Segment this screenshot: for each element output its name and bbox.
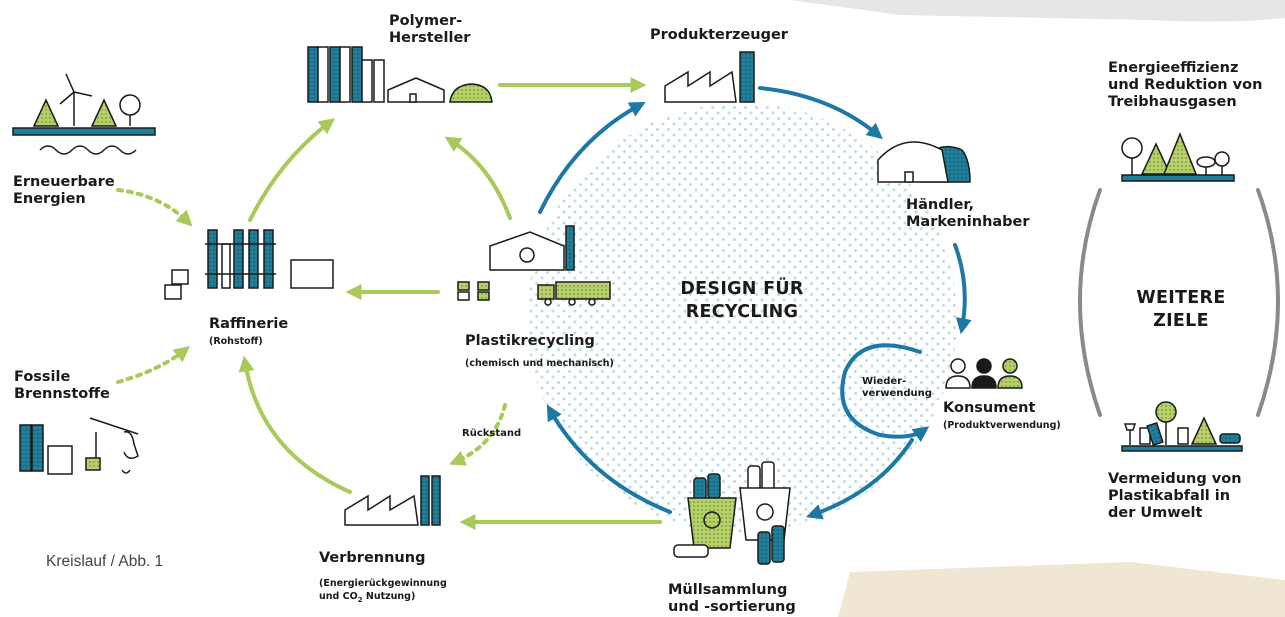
reuse-label-line1: Wieder- xyxy=(862,376,907,387)
residue-label: Rückstand xyxy=(462,428,522,439)
reuse-label: Wieder- verwendung xyxy=(862,376,932,400)
dotted-circle-background xyxy=(527,103,957,533)
figure-caption: Kreislauf / Abb. 1 xyxy=(46,553,164,570)
incineration-plant-icon xyxy=(344,475,441,526)
consumer-sublabel: (Produktverwendung) xyxy=(943,420,1061,431)
incineration-sub2-part1: und CO xyxy=(319,591,358,602)
recycling-plant-icon xyxy=(457,225,611,306)
polymer-factory-icon xyxy=(307,46,493,103)
green-dashed-arrows xyxy=(116,188,507,466)
goal-avoid-label: Vermeidung von Plastikabfall in der Umwe… xyxy=(1108,471,1242,522)
producer-label: Produkterzeuger xyxy=(650,27,788,43)
fossil-label-line1: Fossile xyxy=(14,369,71,385)
center-title: DESIGN FÜR RECYCLING xyxy=(662,278,822,324)
polymer-label: Polymer- Hersteller xyxy=(389,13,470,47)
litter-avoidance-icon xyxy=(1121,401,1243,452)
retailer-label-line1: Händler, xyxy=(906,197,974,213)
waste-label: Müllsammlung und -sortierung xyxy=(668,582,796,616)
refinery-icon xyxy=(164,229,334,300)
goal-avoid-line2: Plastikabfall in xyxy=(1108,488,1231,504)
refinery-sublabel: (Rohstoff) xyxy=(209,336,263,347)
consumers-people-icon xyxy=(945,358,1023,389)
incineration-label: Verbrennung xyxy=(319,550,426,566)
goal-avoid-line3: der Umwelt xyxy=(1108,505,1203,521)
incineration-sublabel: (Energierückgewinnung und CO2 Nutzung) xyxy=(319,577,447,607)
waste-label-line1: Müllsammlung xyxy=(668,582,788,598)
goals-title-line2: ZIELE xyxy=(1153,311,1209,331)
polymer-label-line2: Hersteller xyxy=(389,30,471,46)
goal-energy-label: Energieeffizienz und Reduktion von Treib… xyxy=(1108,60,1262,111)
retailer-label-line2: Markeninhaber xyxy=(906,214,1030,230)
fossil-fuel-icon xyxy=(19,417,139,475)
consumer-label: Konsument xyxy=(943,400,1036,416)
goal-energy-line2: und Reduktion von xyxy=(1108,77,1263,93)
goal-avoid-line1: Vermeidung von xyxy=(1108,471,1242,487)
renewable-label-line2: Energien xyxy=(13,191,86,207)
goal-energy-line1: Energieeffizienz xyxy=(1108,60,1239,76)
green-cycle-arrows xyxy=(238,77,662,530)
reuse-label-line2: verwendung xyxy=(862,388,932,399)
waste-label-line2: und -sortierung xyxy=(668,599,796,615)
center-title-line2: RECYCLING xyxy=(685,302,799,322)
retailer-warehouse-icon xyxy=(877,141,971,183)
polymer-label-line1: Polymer- xyxy=(389,13,463,29)
goals-title-line1: WEITERE xyxy=(1136,288,1226,308)
waste-bins-icon xyxy=(673,461,791,565)
incineration-sub2-subscript: 2 xyxy=(357,595,363,604)
blue-cycle-arrows xyxy=(538,86,972,520)
background-banner-top xyxy=(790,0,1285,22)
energy-efficiency-trees-icon xyxy=(1121,131,1235,182)
incineration-sub2-part2: Nutzung) xyxy=(362,591,416,602)
renewable-energy-icon xyxy=(12,73,156,155)
incineration-sublabel-line1: (Energierückgewinnung xyxy=(319,578,447,589)
renewable-label: Erneuerbare Energien xyxy=(13,174,115,208)
center-title-line1: DESIGN FÜR xyxy=(680,279,804,299)
renewable-label-line1: Erneuerbare xyxy=(13,174,115,190)
retailer-label: Händler, Markeninhaber xyxy=(906,197,1030,231)
goal-energy-line3: Treibhausgasen xyxy=(1108,94,1237,110)
recycling-sublabel: (chemisch und mechanisch) xyxy=(465,358,614,369)
fossil-label-line2: Brennstoffe xyxy=(14,386,110,402)
incineration-sublabel-line2: und CO2 Nutzung) xyxy=(319,590,447,607)
goals-title: WEITERE ZIELE xyxy=(1106,287,1256,333)
producer-factory-icon xyxy=(664,51,755,103)
background-banner-bottom xyxy=(838,562,1285,617)
recycling-label: Plastikrecycling xyxy=(465,333,595,349)
refinery-label: Raffinerie xyxy=(209,316,289,332)
fossil-label: Fossile Brennstoffe xyxy=(14,369,110,403)
goals-bracket xyxy=(1078,188,1280,417)
